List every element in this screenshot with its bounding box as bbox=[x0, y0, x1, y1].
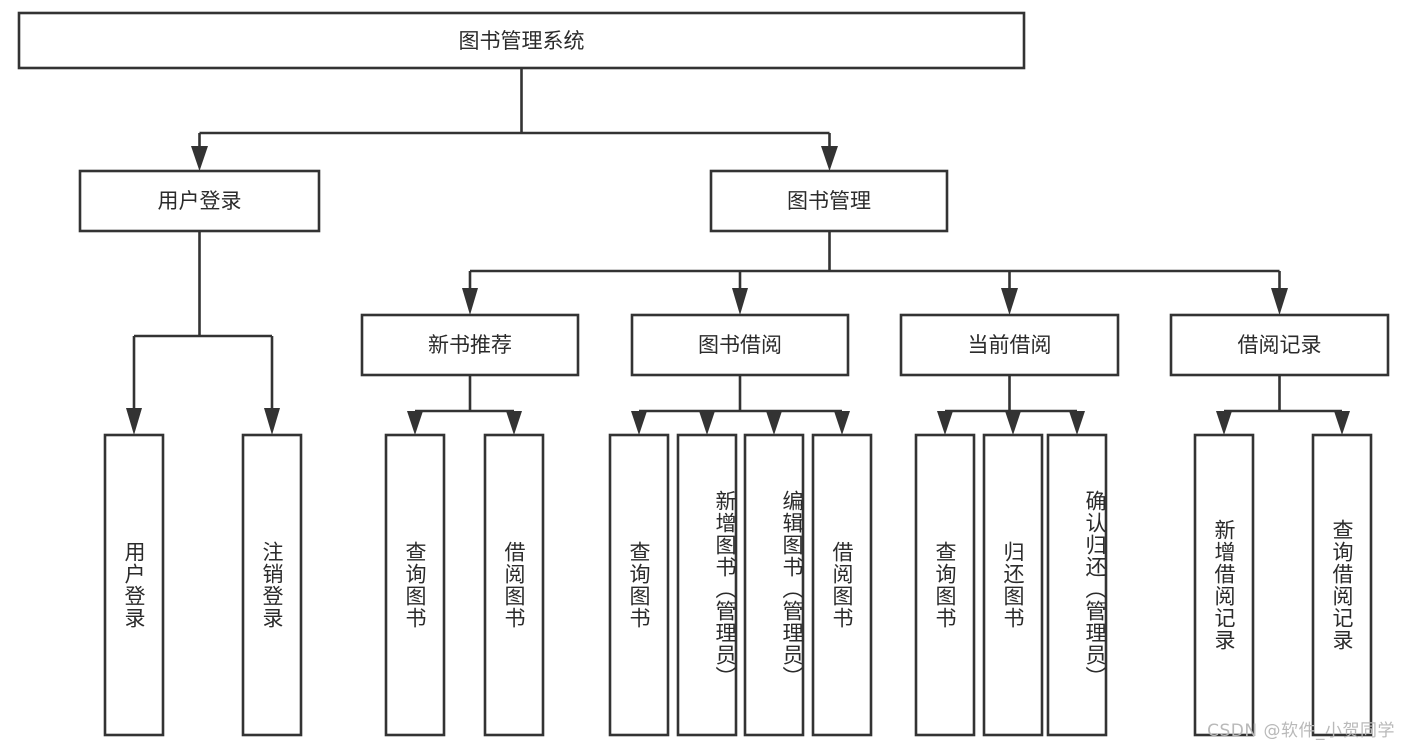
node-root-box[interactable] bbox=[17, 11, 1026, 70]
arrow-head-leaf-query-book-2 bbox=[631, 411, 647, 435]
arrow-head-leaf-query-book-1 bbox=[407, 411, 423, 435]
node-book-borrow-box[interactable] bbox=[630, 313, 850, 377]
arrow-head-leaf-user-login bbox=[126, 408, 142, 435]
leaf-box-confirm-return[interactable] bbox=[1046, 433, 1108, 737]
arrow-head-book-borrow bbox=[732, 288, 748, 315]
leaf-box-query-book-1[interactable] bbox=[384, 433, 446, 737]
node-user-login-box[interactable] bbox=[78, 169, 321, 233]
arrow-head-leaf-add-borrow-record bbox=[1216, 411, 1232, 435]
node-book-manage[interactable]: 图书管理 bbox=[709, 169, 949, 233]
leaf-box-borrow-book-1[interactable] bbox=[483, 433, 545, 737]
leaf-box-edit-book-admin[interactable] bbox=[743, 433, 805, 737]
leaf-box-borrow-book-2[interactable] bbox=[811, 433, 873, 737]
node-borrow-record-label: 借阅记录 bbox=[1238, 333, 1322, 357]
arrow-head-leaf-borrow-book-1 bbox=[506, 411, 522, 435]
node-root-label: 图书管理系统 bbox=[459, 29, 585, 53]
connector-group-book-manage bbox=[462, 231, 1288, 315]
leaf-box-add-book-admin[interactable] bbox=[676, 433, 738, 737]
arrow-head-leaf-confirm-return bbox=[1069, 411, 1085, 435]
connector-group-new-book-recommend bbox=[407, 375, 522, 435]
leaf-box-logout[interactable] bbox=[241, 433, 303, 737]
connector-group-user-login bbox=[126, 231, 280, 435]
leaf-box-add-borrow-record[interactable] bbox=[1193, 433, 1255, 737]
arrow-head-leaf-add-book-admin bbox=[699, 411, 715, 435]
arrow-head-leaf-borrow-book-2 bbox=[834, 411, 850, 435]
node-book-borrow[interactable]: 图书借阅 bbox=[630, 313, 850, 377]
leaf-box-return-book[interactable] bbox=[982, 433, 1044, 737]
arrow-head-current-borrow bbox=[1001, 288, 1018, 315]
arrow-head-leaf-query-borrow-record bbox=[1334, 411, 1350, 435]
node-new-book-recommend-box[interactable] bbox=[360, 313, 580, 377]
arrow-head-leaf-edit-book-admin bbox=[766, 411, 782, 435]
node-root[interactable]: 图书管理系统 bbox=[17, 11, 1026, 70]
csdn-watermark: CSDN @软件_小贺同学 bbox=[1207, 721, 1395, 741]
node-current-borrow[interactable]: 当前借阅 bbox=[899, 313, 1120, 377]
node-borrow-record[interactable]: 借阅记录 bbox=[1169, 313, 1390, 377]
arrow-head-leaf-logout bbox=[264, 408, 280, 435]
leaf-box-query-borrow-record[interactable] bbox=[1311, 433, 1373, 737]
node-current-borrow-label: 当前借阅 bbox=[968, 333, 1052, 357]
node-book-manage-box[interactable] bbox=[709, 169, 949, 233]
connector-group-root bbox=[191, 68, 838, 171]
arrow-head-book-manage bbox=[821, 146, 838, 171]
node-new-book-recommend-label: 新书推荐 bbox=[428, 333, 512, 357]
leaf-box-user-login[interactable] bbox=[103, 433, 165, 737]
node-book-borrow-label: 图书借阅 bbox=[698, 333, 782, 357]
node-user-login-label: 用户登录 bbox=[158, 189, 242, 213]
leaf-box-query-book-3[interactable] bbox=[914, 433, 976, 737]
node-book-manage-label: 图书管理 bbox=[787, 189, 871, 213]
arrow-head-new-book-recommend bbox=[462, 288, 478, 315]
arrow-head-leaf-query-book-3 bbox=[937, 411, 953, 435]
node-borrow-record-box[interactable] bbox=[1169, 313, 1390, 377]
arrow-head-user-login bbox=[191, 146, 208, 171]
connector-group-current-borrow bbox=[937, 375, 1085, 435]
node-user-login[interactable]: 用户登录 bbox=[78, 169, 321, 233]
node-new-book-recommend[interactable]: 新书推荐 bbox=[360, 313, 580, 377]
connector-group-borrow-record bbox=[1216, 375, 1350, 435]
arrow-head-borrow-record bbox=[1271, 288, 1288, 315]
connector-group-book-borrow bbox=[631, 375, 850, 435]
leaf-box-group bbox=[103, 433, 1373, 737]
arrow-head-leaf-return-book bbox=[1005, 411, 1021, 435]
leaf-box-query-book-2[interactable] bbox=[608, 433, 670, 737]
node-current-borrow-box[interactable] bbox=[899, 313, 1120, 377]
